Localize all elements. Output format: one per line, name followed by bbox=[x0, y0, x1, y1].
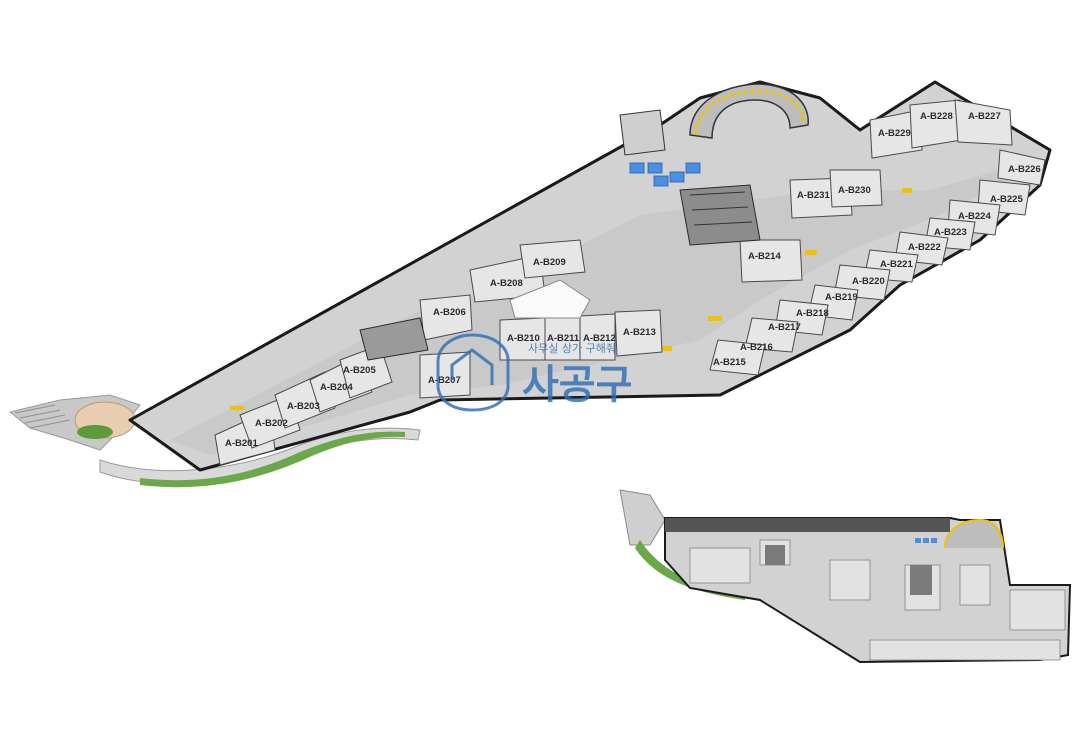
overview-ramp bbox=[944, 518, 1004, 549]
unit-label-a-b204[interactable]: A-B204 bbox=[320, 382, 353, 393]
parking-spaces bbox=[629, 162, 701, 187]
overview-parking bbox=[915, 538, 937, 543]
unit-label-a-b207[interactable]: A-B207 bbox=[428, 375, 461, 386]
unit-label-a-b229[interactable]: A-B229 bbox=[878, 128, 911, 139]
spiral-ramp bbox=[689, 83, 809, 139]
unit-label-a-b223[interactable]: A-B223 bbox=[934, 227, 967, 238]
watermark-subtitle: 사무실 상가 구해줘 bbox=[528, 341, 616, 355]
unit-label-a-b214[interactable]: A-B214 bbox=[748, 251, 781, 262]
entrance-ramp-steps bbox=[14, 404, 71, 429]
unit-label-a-b218[interactable]: A-B218 bbox=[796, 308, 829, 319]
unit-label-a-b219[interactable]: A-B219 bbox=[825, 292, 858, 303]
watermark-logo-house-icon bbox=[450, 348, 494, 385]
core-detail bbox=[689, 191, 753, 226]
unit-label-a-b231[interactable]: A-B231 bbox=[797, 190, 830, 201]
unit-label-a-b224[interactable]: A-B224 bbox=[958, 211, 991, 222]
overview-entrance bbox=[619, 489, 666, 546]
planter-circle bbox=[77, 425, 113, 439]
unit-label-a-b228[interactable]: A-B228 bbox=[920, 111, 953, 122]
atrium bbox=[509, 279, 591, 319]
unit-labels: A-B201 A-B202 A-B203 A-B204 A-B205 A-B20… bbox=[225, 111, 1041, 449]
unit-label-a-b215[interactable]: A-B215 bbox=[713, 357, 746, 368]
unit-label-a-b216[interactable]: A-B216 bbox=[740, 342, 773, 353]
watermark-text: 사공구 bbox=[522, 362, 632, 408]
unit-label-a-b221[interactable]: A-B221 bbox=[880, 259, 913, 270]
overview-floor-plan bbox=[619, 489, 1072, 664]
unit-label-a-b213[interactable]: A-B213 bbox=[623, 327, 656, 338]
unit-label-a-b211[interactable]: A-B211 bbox=[547, 333, 580, 344]
tower bbox=[619, 109, 666, 156]
unit-label-a-b206[interactable]: A-B206 bbox=[433, 307, 466, 318]
room-blocks bbox=[214, 99, 1046, 466]
overview-top-strip bbox=[665, 518, 950, 532]
unit-label-a-b210[interactable]: A-B210 bbox=[507, 333, 540, 344]
unit-label-a-b217[interactable]: A-B217 bbox=[768, 322, 801, 333]
unit-label-a-b220[interactable]: A-B220 bbox=[852, 276, 885, 287]
main-floor-plan bbox=[8, 80, 1052, 488]
core-block bbox=[679, 184, 761, 246]
unit-label-a-b222[interactable]: A-B222 bbox=[908, 242, 941, 253]
unit-label-a-b212[interactable]: A-B212 bbox=[583, 333, 616, 344]
unit-label-a-b227[interactable]: A-B227 bbox=[968, 111, 1001, 122]
landscape-green bbox=[140, 431, 405, 488]
unit-label-a-b230[interactable]: A-B230 bbox=[838, 185, 871, 196]
unit-label-a-b203[interactable]: A-B203 bbox=[287, 401, 320, 412]
unit-label-a-b225[interactable]: A-B225 bbox=[990, 194, 1023, 205]
unit-label-a-b209[interactable]: A-B209 bbox=[533, 257, 566, 268]
unit-label-a-b205[interactable]: A-B205 bbox=[343, 365, 376, 376]
unit-label-a-b208[interactable]: A-B208 bbox=[490, 278, 523, 289]
spiral-ramp-yellow bbox=[694, 89, 805, 136]
unit-label-a-b226[interactable]: A-B226 bbox=[1008, 164, 1041, 175]
core-block-west bbox=[359, 317, 429, 361]
watermark: 사무실 상가 구해줘 사공구 bbox=[436, 333, 632, 412]
overview-core-2 bbox=[765, 545, 785, 565]
unit-label-a-b201[interactable]: A-B201 bbox=[225, 438, 258, 449]
unit-label-a-b202[interactable]: A-B202 bbox=[255, 418, 288, 429]
watermark-logo-icon bbox=[436, 333, 510, 412]
overview-core bbox=[910, 565, 932, 595]
